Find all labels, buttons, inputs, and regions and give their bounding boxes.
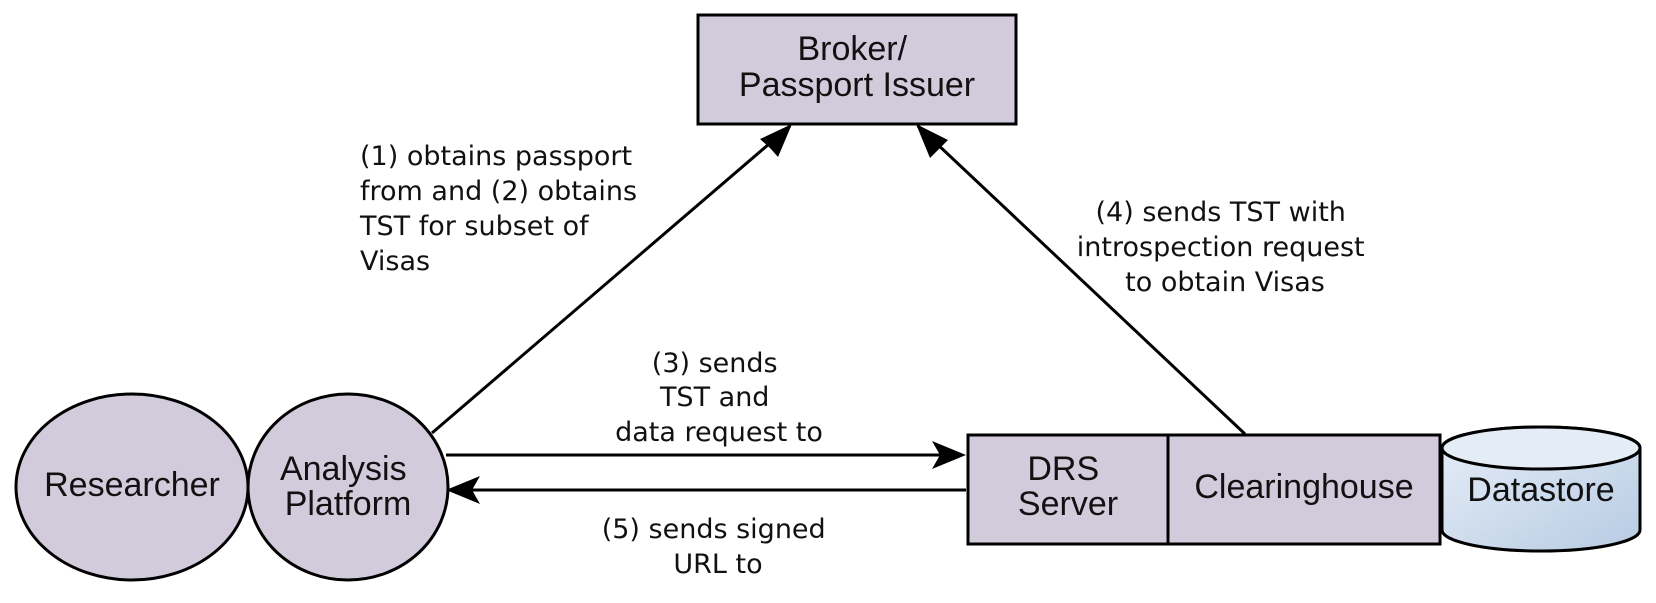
broker-label-line-2: Passport Issuer xyxy=(739,66,975,104)
edge-label-5-line-2: URL to xyxy=(673,549,762,580)
arrowhead-drs-to-analysis xyxy=(446,476,480,504)
arrowhead-analysis-to-broker xyxy=(760,124,792,157)
arrowhead-clearinghouse-to-broker xyxy=(916,124,948,158)
edge-label-4-line-3: to obtain Visas xyxy=(1125,267,1325,298)
datastore-label: Datastore xyxy=(1467,471,1614,509)
edge-label-4-line-2: introspection request xyxy=(1077,232,1365,263)
clearinghouse-label: Clearinghouse xyxy=(1194,468,1413,506)
drs-server-box xyxy=(966,433,1170,546)
edge-analysis-to-broker xyxy=(431,124,791,435)
edge-label-5: (5) sends signed URL to xyxy=(602,514,835,580)
drs-server-label: DRS Server xyxy=(1018,450,1118,523)
broker-box xyxy=(696,13,1018,126)
analysis-label-line-1: Analysis xyxy=(280,450,407,488)
analysis-label-line-2: Platform xyxy=(285,485,412,523)
edge-label-3-line-3: data request to xyxy=(615,417,823,448)
clearinghouse-box xyxy=(1166,433,1442,546)
edge-label-3-line-2: TST and xyxy=(659,382,770,413)
edge-label-1-2: (1) obtains passport from and (2) obtain… xyxy=(359,141,646,277)
edge-clearinghouse-to-broker xyxy=(916,124,1247,436)
datastore-node: Datastore xyxy=(1440,425,1642,553)
arrowhead-analysis-to-drs xyxy=(932,441,966,469)
edge-label-3-line-1: (3) sends xyxy=(652,348,778,379)
edge-label-1-line-2: from and (2) obtains xyxy=(360,176,637,207)
edge-label-3: (3) sends TST and data request to xyxy=(615,348,823,448)
drs-label-line-1: DRS xyxy=(1027,450,1099,488)
edges xyxy=(431,124,1247,504)
analysis-platform-ellipse xyxy=(246,392,450,582)
drs-clearinghouse-node: DRS Server Clearinghouse xyxy=(966,433,1442,546)
edge-label-1-line-1: (1) obtains passport xyxy=(360,141,632,172)
analysis-platform-label: Analysis Platform xyxy=(280,450,416,523)
edge-label-4: (4) sends TST with introspection request… xyxy=(1077,197,1373,298)
drs-label-line-2: Server xyxy=(1018,485,1118,523)
edge-label-1-line-4: Visas xyxy=(360,246,430,277)
edge-label-5-line-1: (5) sends signed xyxy=(602,514,826,545)
broker-label: Broker/ Passport Issuer xyxy=(739,30,975,104)
broker-node: Broker/ Passport Issuer xyxy=(696,13,1018,126)
datastore-cylinder-top xyxy=(1440,425,1642,471)
analysis-platform-node: Analysis Platform xyxy=(246,392,450,582)
broker-label-line-1: Broker/ xyxy=(797,30,907,68)
edge-label-4-line-1: (4) sends TST with xyxy=(1096,197,1346,228)
researcher-node: Researcher xyxy=(14,392,250,582)
researcher-label: Researcher xyxy=(44,466,220,504)
edge-label-1-line-3: TST for subset of xyxy=(359,211,590,242)
